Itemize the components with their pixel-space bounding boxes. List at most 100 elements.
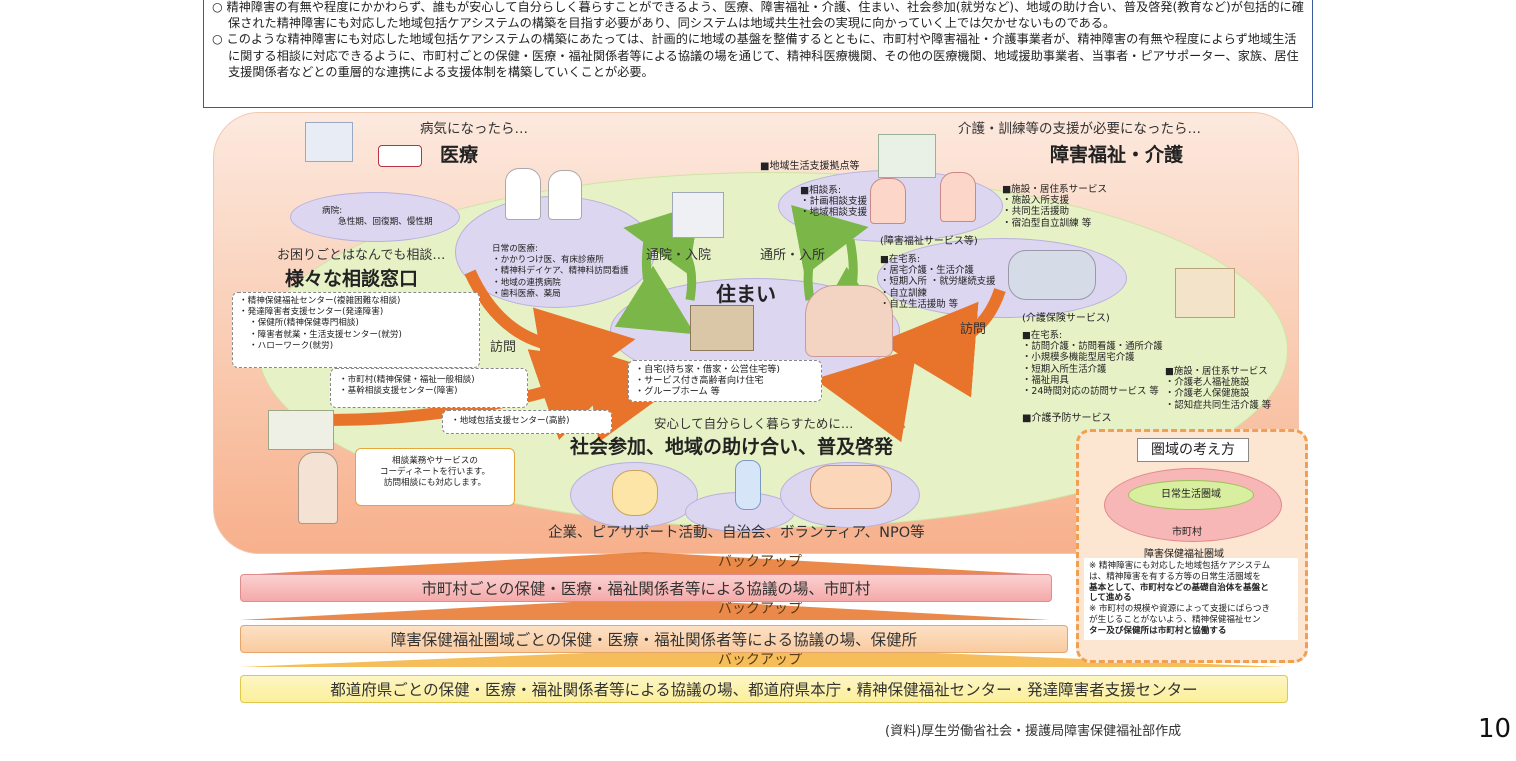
consult-line: ・発達障害者支援センター(発達障害) <box>239 307 384 318</box>
disability-service-label: (障害福祉サービス等) <box>880 236 978 247</box>
welfare-title: 障害福祉・介護 <box>1050 144 1184 166</box>
care-home-line: ・福祉用具 <box>1022 374 1069 386</box>
home-service-line: ■在宅系: <box>880 254 921 265</box>
family-icon <box>805 285 893 357</box>
housing-line: ・自宅(持ち家・借家・公営住宅等) <box>635 364 780 375</box>
arrow-consult-to-housing <box>329 349 635 440</box>
consult-line: ・保健所(精神保健専門相談) <box>249 318 359 329</box>
housing-title: 住まい <box>716 282 776 306</box>
support-base-label: ■地域生活支援拠点等 <box>760 161 860 172</box>
consult-service-list: ■相談系: ・計画相談支援 ・地域相談支援 <box>800 185 867 219</box>
care-facility-list: ■施設・居住系サービス ・介護老人福祉施設 ・介護老人保健施設 ・認知症共同生活… <box>1165 366 1271 411</box>
visit-right-label: 訪問 <box>960 322 987 337</box>
house-icon <box>690 305 754 351</box>
area-notes: ※ 精神障害にも対応した地域包括ケアシステム は、精神障害を有する方等の日常生活… <box>1084 558 1298 640</box>
area-note-line: ※ 市町村の規模や資源によって支援にばらつき <box>1089 604 1271 615</box>
facility-service-line: ・宿泊型自立訓練 等 <box>1002 217 1092 229</box>
care-home-line: ・訪問介護・訪問看護・通所介護 <box>1022 341 1163 353</box>
consult-list-3: ・地域包括支援センター(高齢) <box>442 410 612 434</box>
welfare-caption: 介護・訓練等の支援が必要になったら… <box>958 121 1201 137</box>
care-staff-icon <box>870 178 906 224</box>
hospital-list: 病院: 急性期、回復期、慢性期 <box>322 206 433 228</box>
intro-paragraph-2: ○ このような精神障害にも対応した地域包括ケアシステムの構築にあたっては、計画的… <box>212 32 1299 79</box>
area-note-line: 基本として、市町村などの基礎自治体を基盤と <box>1089 582 1269 593</box>
arrow-social-right <box>814 347 918 443</box>
doctor-icon <box>505 168 541 220</box>
care-facility-line: ・介護老人福祉施設 <box>1165 377 1250 389</box>
outpatient-label: 通院・入院 <box>646 248 712 263</box>
consult-line: ・障害者就業・生活支援センター(就労) <box>249 329 402 340</box>
coordinator-line: 相談業務やサービスの <box>392 456 478 466</box>
consult-line: ・ハローワーク(就労) <box>249 340 334 351</box>
hospital-line: 病院: <box>322 206 343 216</box>
area-note-line: が生じることがないよう、精神保健福祉セン <box>1089 614 1261 625</box>
wheelchair-icon <box>1008 250 1096 300</box>
health-area-label: 障害保健福祉圏域 <box>1144 549 1224 560</box>
city-area-label: 市町村 <box>1172 527 1202 538</box>
backup-label-3: バックアップ <box>718 652 802 668</box>
daily-medical-line: 日常の医療: <box>492 244 538 254</box>
source-note: (資料)厚生労働省社会・援護局障害保健福祉部作成 <box>885 724 1182 739</box>
daily-medical-list: 日常の医療: ・かかりつけ医、有床診療所 ・精神科デイケア、精神科訪問看護 ・地… <box>492 244 629 300</box>
worker-icon <box>612 470 658 516</box>
consult-title: 様々な相談窓口 <box>285 268 419 290</box>
consult-caption: お困りごとはなんでも相談… <box>277 248 446 263</box>
hospital-oval <box>290 192 460 242</box>
arrow-visit-right <box>879 287 1006 398</box>
coordinator-line: 訪問相談にも対応します。 <box>383 478 487 489</box>
daily-medical-line: ・精神科デイケア、精神科訪問看護 <box>492 266 629 277</box>
apartment-building-icon <box>1175 268 1235 318</box>
hospital-line: 急性期、回復期、慢性期 <box>338 217 433 228</box>
consult-service-line: ■相談系: <box>800 185 842 196</box>
consult-service-line: ・地域相談支援 <box>800 207 868 219</box>
daily-area-oval: 日常生活圏域 <box>1128 480 1254 510</box>
consult-list-1: ・精神保健福祉センター(複雑困難な相談) ・発達障害者支援センター(発達障害) … <box>232 292 480 368</box>
area-note-line: して進める <box>1089 593 1132 604</box>
daily-medical-line: ・歯科医療、薬局 <box>492 288 561 299</box>
helper-icon <box>940 172 976 222</box>
nurse-icon <box>548 170 582 220</box>
arrow-outpatient-up <box>623 203 701 301</box>
home-service-line: ・自立生活援助 等 <box>880 298 958 310</box>
home-service-list: ■在宅系: ・居宅介護・生活介護 ・短期入所 ・就労継続支援 ・自立訓練 ・自立… <box>880 254 995 310</box>
visit-left-label: 訪問 <box>490 340 517 355</box>
home-service-line: ・居宅介護・生活介護 <box>880 265 974 277</box>
care-service-label: (介護保険サービス) <box>1022 313 1110 324</box>
home-service-line: ・自立訓練 <box>880 287 927 299</box>
care-facility-line: ・介護老人保健施設 <box>1165 388 1250 400</box>
social-actors: 企業、ピアサポート活動、自治会、ボランティア、NPO等 <box>548 525 925 541</box>
area-concept-title-box: 圏域の考え方 <box>1137 438 1249 462</box>
arrow-outpatient-down <box>614 239 695 335</box>
area-note-line: ※ 精神障害にも対応した地域包括ケアシステム <box>1089 561 1271 571</box>
counselor-icon <box>298 452 338 524</box>
prefecture-council-bar: 都道府県ごとの保健・医療・福祉関係者等による協議の場、都道府県本庁・精神保健福祉… <box>240 675 1288 703</box>
home-service-line: ・短期入所 ・就労継続支援 <box>880 276 996 288</box>
housing-list: ・自宅(持ち家・借家・公営住宅等) ・サービス付き高齢者向け住宅 ・グループホー… <box>628 360 822 402</box>
health-area-council-bar: 障害保健福祉圏域ごとの保健・医療・福祉関係者等による協議の場、保健所 <box>240 625 1068 653</box>
consult-line: ・市町村(精神保健・福祉一般相談) <box>339 375 475 385</box>
child-icon <box>735 460 761 510</box>
medical-caption: 病気になったら… <box>420 121 528 137</box>
page-number: 10 <box>1478 714 1512 744</box>
consult-line: ・基幹相談支援センター(障害) <box>339 386 458 397</box>
volunteers-icon <box>810 465 892 509</box>
daily-medical-line: ・かかりつけ医、有床診療所 <box>492 255 604 266</box>
coordinator-line: コーディネートを行います。 <box>379 467 491 478</box>
housing-line: ・サービス付き高齢者向け住宅 <box>635 375 764 387</box>
facility-service-list: ■施設・居住系サービス ・施設入所支援 ・共同生活援助 ・宿泊型自立訓練 等 <box>1002 184 1107 229</box>
social-caption: 安心して自分らしく暮らすために… <box>654 416 854 431</box>
care-facility-line: ・認知症共同生活介護 等 <box>1165 399 1272 411</box>
hospital-building-icon <box>305 122 353 162</box>
intro-paragraph-1: ○ 精神障害の有無や程度にかかわらず、誰もが安心して自分らしく暮らすことができる… <box>212 0 1304 31</box>
care-home-line: ■在宅系: <box>1022 330 1063 341</box>
housing-line: ・グループホーム 等 <box>635 386 720 398</box>
facility-service-line: ・施設入所支援 <box>1002 195 1070 207</box>
municipal-council-bar: 市町村ごとの保健・医療・福祉関係者等による協議の場、市町村 <box>240 574 1052 602</box>
coordinator-speech-bubble: 相談業務やサービスの コーディネートを行います。 訪問相談にも対応します。 <box>355 448 515 506</box>
clinic-building-icon <box>672 192 724 238</box>
care-facility-line: ■施設・居住系サービス <box>1165 366 1268 377</box>
backup-banner-2 <box>240 598 1050 620</box>
office-building-icon <box>268 410 334 450</box>
